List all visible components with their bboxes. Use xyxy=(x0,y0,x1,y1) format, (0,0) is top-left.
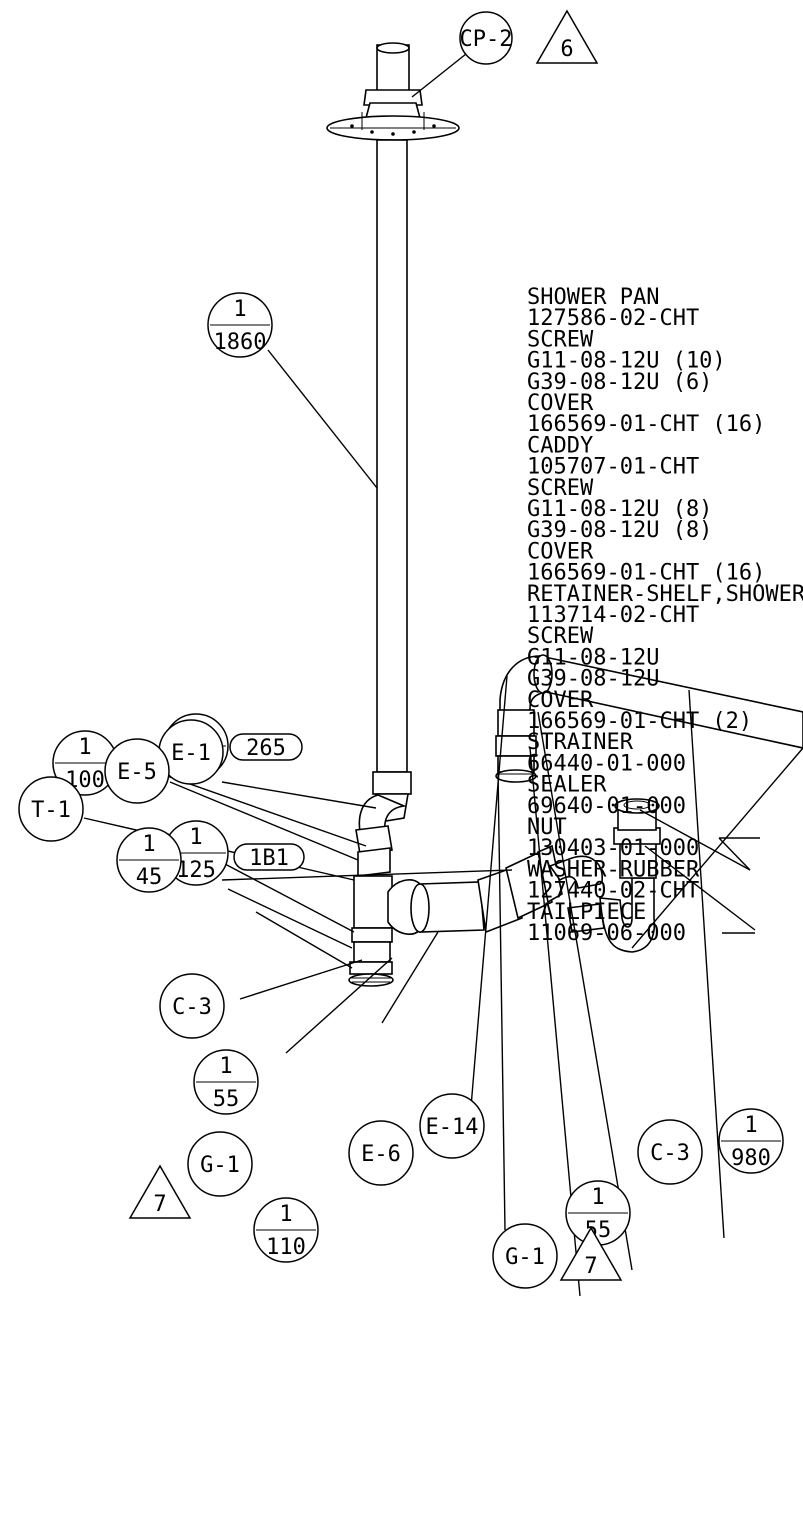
pipe-1860-qty: 1 xyxy=(233,297,246,322)
revision-7-right-label: 7 xyxy=(584,1254,597,1279)
parts-list-line: SCREW xyxy=(527,624,594,649)
pipe-110-length: 110 xyxy=(266,1235,306,1260)
callout-e-14: E-14 xyxy=(419,1093,485,1159)
c-3-left-label: C-3 xyxy=(172,995,212,1020)
callout-pipe-55-right: 1 55 xyxy=(565,1180,631,1246)
pipe-55-right-qty: 1 xyxy=(591,1185,604,1210)
callout-pipe-55-left: 1 55 xyxy=(193,1049,259,1115)
parts-list-line: 127440-02-CHT xyxy=(527,879,699,904)
parts-list-line: G11-08-12U (8) xyxy=(527,497,712,522)
callout-pipe-980: 1 980 xyxy=(718,1108,784,1174)
pipe-45-length: 45 xyxy=(136,865,163,890)
pipe-55-left-length: 55 xyxy=(213,1087,240,1112)
upper-elbow-assembly xyxy=(355,771,412,877)
e-6-label: E-6 xyxy=(361,1142,401,1167)
callout-e-5: E-5 xyxy=(104,738,170,804)
pipe-1860-length: 1860 xyxy=(214,330,267,355)
elbow-e-1-callout: E-1 xyxy=(158,719,224,785)
e-5-label: E-5 xyxy=(117,760,157,785)
tee-fitting xyxy=(348,875,394,987)
parts-list-line: 130403-01-000 xyxy=(527,836,699,861)
main-vertical-pipe xyxy=(376,139,408,773)
pipe-110-qty: 1 xyxy=(279,1202,292,1227)
c-3-right-label: C-3 xyxy=(650,1141,690,1166)
parts-list-line: G39-08-12U (6) xyxy=(527,370,712,395)
parts-list-line: COVER xyxy=(527,391,594,416)
vent-collar-opening xyxy=(376,42,410,54)
parts-list-line: 69640-01-000 xyxy=(527,794,686,819)
pipe-225-ref: 265 xyxy=(246,736,286,761)
revision-6-label: 6 xyxy=(560,37,573,62)
pipe-125-length: 125 xyxy=(176,858,216,883)
pipe-100-qty: 1 xyxy=(78,735,91,760)
parts-list-line: SHOWER PAN xyxy=(527,285,659,310)
parts-list-line: COVER xyxy=(527,688,594,713)
parts-list-line: 166569-01-CHT (16) xyxy=(527,561,765,586)
parts-list-line: NUT xyxy=(527,815,567,840)
pipe-125-qty: 1 xyxy=(189,825,202,850)
callout-cp-2: CP-2 xyxy=(459,11,513,65)
parts-list-line: G11-08-12U xyxy=(527,645,659,670)
parts-list-line: 166569-01-CHT (2) xyxy=(527,709,752,734)
parts-list-line: 166569-01-CHT (16) xyxy=(527,412,765,437)
parts-list-line: SCREW xyxy=(527,476,594,501)
callout-g-1-left: G-1 xyxy=(187,1131,253,1197)
p-trap xyxy=(599,798,661,953)
callout-pipe-45: 1 45 xyxy=(116,827,182,893)
callout-c-3-right: C-3 xyxy=(637,1119,703,1185)
pipe-125-ref: 1B1 xyxy=(249,846,289,871)
shower-pan-flange xyxy=(326,89,460,141)
callout-g-1-right: G-1 xyxy=(492,1223,558,1289)
callout-c-3-left: C-3 xyxy=(159,973,225,1039)
pipe-55-left-qty: 1 xyxy=(219,1054,232,1079)
g-1-left-label: G-1 xyxy=(200,1153,240,1178)
callout-pipe-100: 1 100 xyxy=(52,730,118,796)
parts-list-line: G39-08-12U (8) xyxy=(527,518,712,543)
parts-list-line: G39-08-12U xyxy=(527,667,659,692)
callout-pipe-110: 1 110 xyxy=(253,1197,319,1263)
parts-list-line: SEALER xyxy=(527,773,607,798)
pipe-980-qty: 1 xyxy=(744,1113,757,1138)
callout-cp-2-label: CP-2 xyxy=(460,27,513,52)
pipe-980-length: 980 xyxy=(731,1146,771,1171)
callout-t-1: T-1 xyxy=(18,776,84,842)
t-1-label: T-1 xyxy=(31,798,71,823)
parts-list-line: 105707-01-CHT xyxy=(527,455,699,480)
parts-list-line: 113714-02-CHT xyxy=(527,603,699,628)
leader-lines xyxy=(83,53,803,1297)
parts-list-line: COVER xyxy=(527,539,594,564)
e-1-label: E-1 xyxy=(171,741,211,766)
piping-assembly xyxy=(326,42,803,987)
revision-triangle-6: 6 xyxy=(535,9,599,64)
parts-list-line: G11-08-12U (10) xyxy=(527,349,726,374)
parts-list-line: TAILPIECE xyxy=(527,900,646,925)
parts-list-line: SCREW xyxy=(527,327,594,352)
pipe-45-qty: 1 xyxy=(142,832,155,857)
parts-list-line: 66440-01-000 xyxy=(527,751,686,776)
parts-list-line: CADDY xyxy=(527,433,593,458)
lower-right-run xyxy=(495,654,803,783)
callout-e-6: E-6 xyxy=(348,1120,414,1186)
e-14-label: E-14 xyxy=(426,1115,479,1140)
parts-list-line: 127586-02-CHT xyxy=(527,306,699,331)
parts-list-line: RETAINER-SHELF,SHOWER xyxy=(527,582,803,607)
callout-pipe-125: 1 125 1B1 xyxy=(163,820,305,886)
revision-7-left-label: 7 xyxy=(153,1192,166,1217)
parts-list-line: STRAINER xyxy=(527,730,634,755)
revision-triangle-7-right: 7 xyxy=(559,1226,623,1281)
g-1-right-label: G-1 xyxy=(505,1245,545,1270)
revision-triangle-7-left: 7 xyxy=(128,1164,192,1219)
parts-list-line: WASHER-RUBBER xyxy=(527,857,700,882)
callout-pipe-1860: 1 1860 xyxy=(207,292,273,358)
parts-list-line: 11069-06-000 xyxy=(527,921,686,946)
